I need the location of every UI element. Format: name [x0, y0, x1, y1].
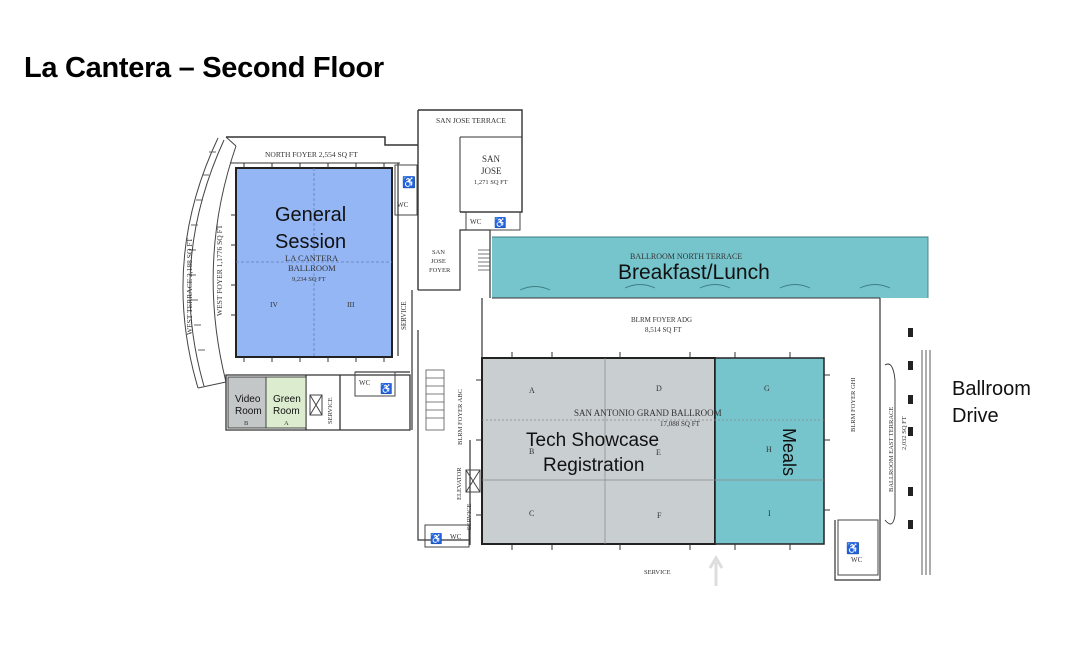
la-cantera-dividers [236, 168, 392, 357]
ballroom-east-terrace-label: BALLROOM EAST TERRACE [888, 407, 895, 492]
storage-box-x [309, 394, 323, 416]
service-entry-arrow [708, 555, 724, 586]
elevator-box [465, 469, 481, 493]
stairs-north [478, 249, 490, 271]
room-iii-label: III [347, 300, 355, 309]
section-i-label: I [768, 509, 771, 518]
san-jose-foyer-label-2: JOSE [431, 258, 446, 265]
section-b-label: B [529, 447, 534, 456]
section-d-label: D [656, 384, 662, 393]
service-label-central: SERVICE [466, 503, 473, 530]
section-c-label: C [529, 509, 534, 518]
section-f-label: F [657, 511, 662, 520]
ballroom-north-terrace-label: BALLROOM NORTH TERRACE [630, 252, 742, 261]
service-label-lower: SERVICE [327, 397, 334, 424]
restroom-san-jose [465, 211, 521, 231]
green-room-label: Green [273, 394, 301, 405]
blrm-foyer-abc-label: BLRM FOYER ABC [457, 389, 464, 445]
service-label-bottom: SERVICE [644, 569, 671, 576]
north-foyer-label: NORTH FOYER 2,554 SQ FT [265, 150, 358, 159]
tech-showcase-label-2: Registration [543, 455, 644, 476]
blrm-foyer-ghi-label: BLRM FOYER GHI [850, 377, 857, 432]
section-h-label: H [766, 445, 772, 454]
san-jose-foyer-label: SAN [432, 249, 445, 256]
room-iv-label: IV [270, 300, 278, 309]
west-terrace-label: WEST TERRACE 2,188 SQ FT [185, 238, 194, 335]
green-room-zone[interactable] [265, 376, 307, 429]
room-a-label: A [284, 420, 289, 427]
ballroom-drive-line-2: Drive [952, 405, 999, 427]
restroom-west [354, 371, 396, 397]
wc-label-west: WC [359, 379, 371, 387]
stairs-central [425, 369, 445, 431]
grand-ballroom-sqft-label: 17,088 SQ FT [660, 420, 701, 428]
tech-showcase-zone[interactable] [481, 357, 716, 545]
room-b-label: B [244, 420, 249, 427]
restroom-east [837, 519, 879, 576]
san-jose-sqft-label: 1,271 SQ FT [474, 179, 508, 186]
wc-label-east: WC [851, 556, 863, 564]
grand-ballroom-dividers [482, 358, 824, 544]
san-jose-terrace-label: SAN JOSE TERRACE [436, 116, 506, 125]
general-session-label-2: Session [275, 231, 346, 253]
breakfast-lunch-zone[interactable] [492, 237, 928, 298]
san-jose-label-2: JOSE [481, 166, 502, 176]
la-cantera-sqft-label: 9,234 SQ FT [292, 276, 326, 283]
east-columns [908, 328, 913, 529]
green-room-label-2: Room [273, 406, 300, 417]
san-jose-foyer-label-3: FOYER [429, 267, 451, 274]
elevator-box-x [465, 469, 481, 493]
restroom-icon-east: ♿ [846, 542, 860, 555]
east-terrace-sqft-label: 2,032 SQ FT [901, 416, 908, 450]
section-g-label: G [764, 384, 770, 393]
page-title: La Cantera – Second Floor [24, 52, 384, 84]
meals-zone[interactable] [714, 357, 825, 545]
san-jose-label: SAN [482, 154, 501, 164]
ballroom-drive-line-1: Ballroom [952, 378, 1031, 400]
tech-showcase-label: Tech Showcase [526, 430, 659, 451]
north-terrace-edges [492, 236, 929, 299]
video-room-label-2: Room [235, 406, 262, 417]
ballroom-drive-label: Ballroom Drive [952, 376, 1031, 430]
east-walls [834, 298, 931, 581]
general-session-label: General [275, 204, 346, 226]
storage-box [309, 394, 323, 416]
breakfast-lunch-label: Breakfast/Lunch [618, 261, 770, 284]
section-a-label: A [529, 386, 535, 395]
grand-ballroom-doors [476, 352, 830, 550]
section-e-label: E [656, 448, 661, 457]
elevator-label: ELEVATOR [456, 467, 463, 500]
la-cantera-doors [231, 163, 385, 362]
restroom-south [424, 524, 470, 548]
wc-label-north: WC [397, 201, 409, 209]
service-label-west: SERVICE [400, 301, 408, 330]
video-room-label: Video [235, 394, 261, 405]
west-foyer-label: WEST FOYER 1,1776 SQ FT [215, 224, 224, 316]
meals-label: Meals [779, 428, 799, 476]
restroom-icon-south: ♿ [430, 532, 442, 545]
la-cantera-ballroom-label-2: BALLROOM [288, 263, 336, 273]
restroom-icon-west: ♿ [380, 382, 392, 395]
restroom-icon-san-jose: ♿ [494, 216, 506, 229]
wc-label-south: WC [450, 533, 462, 541]
video-room-zone[interactable] [227, 376, 267, 429]
blrm-foyer-adg-label: BLRM FOYER ADG [631, 316, 692, 324]
restroom-icon-north: ♿ [402, 176, 416, 189]
restroom-north [394, 164, 418, 216]
west-terrace-area [182, 136, 237, 389]
la-cantera-ballroom-label: LA CANTERA [285, 253, 339, 263]
blrm-foyer-adg-sqft-label: 8,514 SQ FT [645, 326, 682, 334]
grand-ballroom-label: SAN ANTONIO GRAND BALLROOM [574, 408, 722, 418]
wc-label-san-jose: WC [470, 218, 482, 226]
